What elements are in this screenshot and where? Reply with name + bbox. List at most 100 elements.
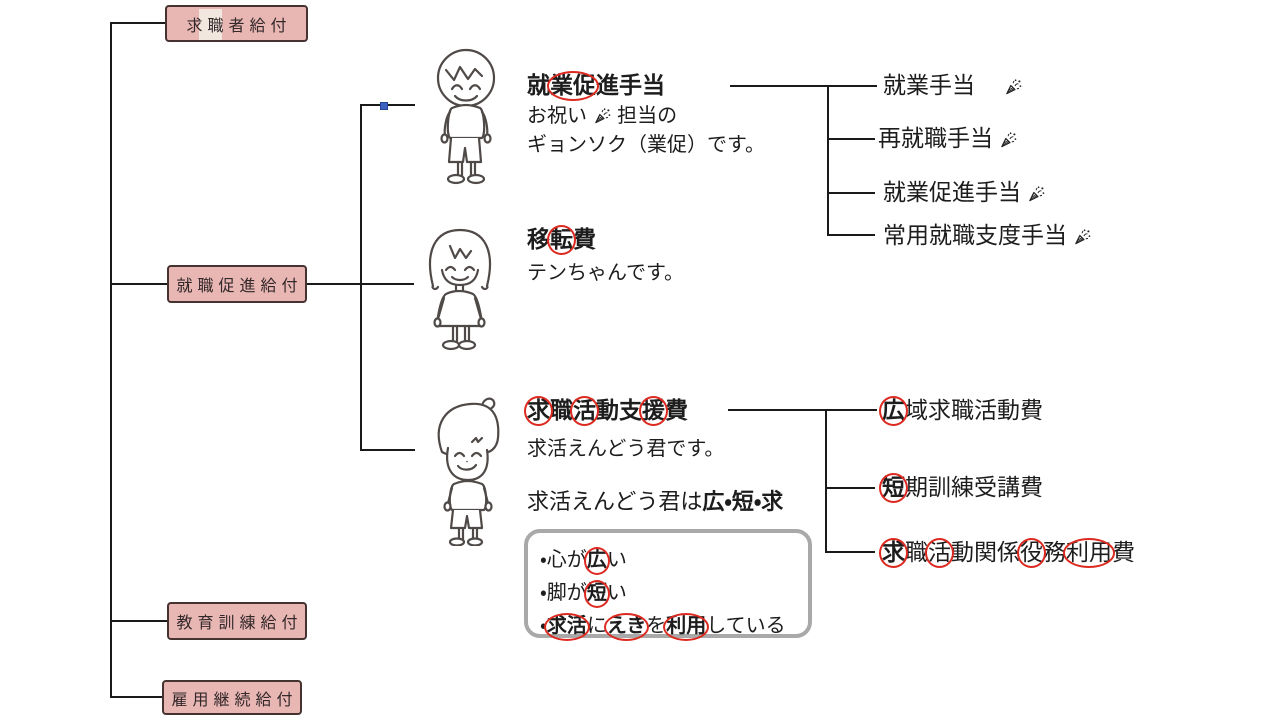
text-segment: ・ [540,615,547,637]
text-segment: えき [603,613,650,641]
note-line: ・脚が短い [540,580,627,608]
text-segment: 広 [583,547,610,575]
text-segment: 進手当 [596,72,665,98]
connector-trunk [110,22,112,698]
text-segment: い [606,582,627,604]
text-segment: 活 [570,396,599,426]
connector-branch [360,104,362,451]
highlight-band [199,9,222,40]
connector-line [360,449,415,451]
text-segment: 就業促進手当 [883,179,1028,205]
text-segment: 期訓練受講費 [905,474,1043,500]
text-segment: 求活 [543,613,590,641]
text-segment: 再就職手当 [878,125,1000,151]
text-segment: 求活えんどう君は [527,489,703,514]
benefit-item-joyo-shushoku-shitaku-teate: 常用就職支度手当 [883,221,1092,249]
text-segment: 援 [639,396,668,426]
text-segment: ・心が [540,549,587,571]
category-box-kyushokusha-kyufu: 求職者給付 [165,5,308,42]
category-label: 求職者給付 [186,17,292,35]
text-segment: 動関係 [951,539,1020,565]
party-popper-icon [1027,179,1046,205]
note-line: ・心が広い [540,547,627,575]
traits-note-box: ・心が広い ・脚が短い ・求活にえきを利用している [524,529,812,641]
text-segment: 動支 [596,397,642,423]
text-segment: 職 [550,397,573,423]
connector-line [825,551,875,553]
connector-line [110,620,168,622]
text-segment: 費 [1112,539,1135,565]
text-segment: ・脚が [540,582,587,604]
category-label: 教育訓練給付 [176,615,303,632]
text-segment: テンちゃんです。 [527,262,684,284]
text-segment: 業促 [547,71,599,101]
text-segment: している [706,615,786,637]
benefit-item-tanki-kunren-jukou-hi: 短期訓練受講費 [879,473,1043,503]
connector-line [827,85,829,236]
benefit-item-saishushoku-teate: 再就職手当 [878,124,1018,152]
selection-handle[interactable] [380,102,388,110]
text-segment: 移 [527,226,550,252]
connector-line [730,85,877,87]
connector-line [110,283,168,285]
category-label: 雇用継続給付 [171,691,298,709]
text-segment: 求 [879,538,908,568]
character-illustration-ten-chan [420,224,500,366]
text-segment: 担当の [617,105,678,127]
connector-line [110,696,163,698]
character-illustration-gyonsoku [430,46,502,188]
benefit-item-shugyo-teate: 就業手当 [883,71,1023,99]
connector-line [728,409,877,411]
text-segment: 役 [1017,538,1046,568]
text-segment: 短 [879,473,908,503]
benefit-item-kyushoku-katsudo-kankei-ekimu-riyo-hi: 求職活動関係役務利用費 [879,538,1135,568]
connector-line [827,138,875,140]
connector-line [827,234,875,236]
benefit-title-iten-hi: 移転費 [527,225,596,255]
text-segment: 短 [583,580,610,608]
connector-line [825,487,875,489]
text-segment: 費 [665,397,688,423]
note-line: ・求活にえきを利用している [540,613,786,641]
text-segment: 広 [879,396,908,426]
text-segment: 務 [1043,539,1066,565]
category-label: 就職促進給付 [176,278,303,295]
text-segment: 求活えんどう君です。 [527,438,725,460]
benefit-item-koiki-kyushoku-katsudo-hi: 広域求職活動費 [879,396,1043,426]
connector-line [825,409,827,553]
party-popper-icon [999,125,1018,151]
category-box-koyo-keizoku-kyufu: 雇用継続給付 [162,680,302,715]
party-popper-icon [587,105,617,127]
text-segment: 利用 [1063,538,1115,568]
character-caption: 求活えんどう君は広・短・求 [527,489,783,515]
character-caption: お祝い 担当の [527,103,677,129]
party-popper-icon [1073,222,1092,248]
character-caption: ギョンソク（業促）です。 [527,132,765,158]
text-segment: 職 [905,539,928,565]
benefit-item-shugyo-sokushin-teate: 就業促進手当 [883,178,1046,206]
text-segment: 活 [925,538,954,568]
party-popper-icon [998,72,1023,98]
text-segment: 域求職活動費 [905,397,1043,423]
text-segment: 広・短・求 [702,489,784,514]
text-segment: 就業手当 [883,72,998,98]
category-box-kyoiku-kunren-kyufu: 教育訓練給付 [167,602,307,640]
character-caption: テンちゃんです。 [527,260,684,286]
category-box-shushoku-sokushin-kyufu: 就職促進給付 [167,265,307,303]
text-segment: を [646,615,667,637]
character-caption: 求活えんどう君です。 [527,436,724,462]
benefit-title-kyushoku-katsudo-shien-hi: 求職活動支援費 [524,396,688,426]
character-illustration-kyukatsu-endo-kun [430,394,508,546]
connector-line [110,22,166,24]
text-segment: 常用就職支度手当 [883,222,1074,248]
text-segment: 費 [573,226,596,252]
text-segment: に [586,615,607,637]
text-segment: 利用 [663,613,710,641]
text-segment: ギョンソク（業促）です。 [527,134,765,156]
text-segment: い [606,549,627,571]
benefit-title-shugyo-sokushin-teate: 就業促進手当 [527,71,665,101]
text-segment: 就 [527,72,550,98]
text-segment: 求 [524,396,553,426]
connector-line [827,192,875,194]
